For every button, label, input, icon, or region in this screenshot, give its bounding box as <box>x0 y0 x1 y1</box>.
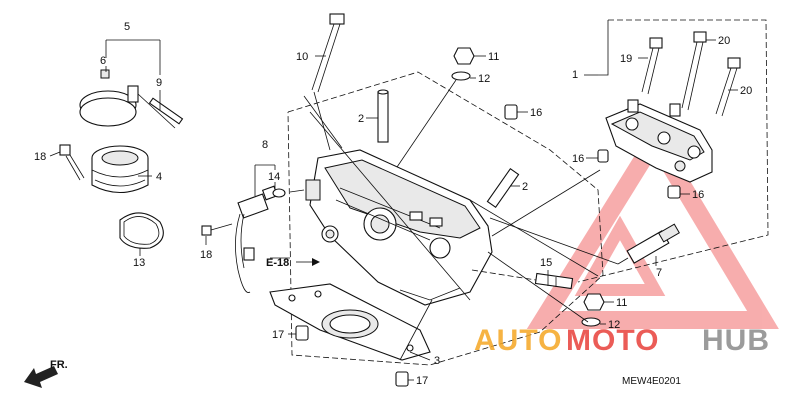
callout-14: 14 <box>268 171 280 183</box>
part-bolt-18-upper <box>59 144 85 181</box>
callout-16-low: 16 <box>692 189 704 201</box>
callout-9: 9 <box>156 77 162 89</box>
part-nut-11-upper <box>451 47 475 81</box>
part-intake-insulator <box>91 145 149 194</box>
part-dowel-17-lower <box>395 371 409 387</box>
callout-17-lower: 17 <box>416 375 428 387</box>
callout-4: 4 <box>156 171 162 183</box>
camshaft-holder-bracket <box>598 20 609 76</box>
part-cylinder-head <box>305 149 493 306</box>
part-bolt-20-upper <box>681 31 707 111</box>
callout-17-upper: 17 <box>272 329 284 341</box>
cylinder-head-assembly-outline <box>287 71 604 366</box>
part-bolt-19 <box>641 37 663 95</box>
callout-20-upper: 20 <box>718 35 730 47</box>
callout-2-lower: 2 <box>522 181 528 193</box>
callout-16-mid: 16 <box>572 153 584 165</box>
part-stud-2-lower <box>486 167 520 209</box>
callout-5: 5 <box>124 21 130 33</box>
callout-12-lower: 12 <box>608 319 620 331</box>
part-long-bolt-10 <box>311 13 345 93</box>
reference-e18: E-18 <box>266 257 289 269</box>
callout-7: 7 <box>656 267 662 279</box>
callout-12-upper: 12 <box>478 73 490 85</box>
callout-11-upper: 11 <box>488 51 499 63</box>
watermark-text: AUTO MOTO HUB <box>474 324 770 357</box>
front-arrow: FR. <box>24 359 68 388</box>
part-washer-14 <box>272 188 286 198</box>
callout-13: 13 <box>133 257 145 269</box>
part-clamp-band <box>79 69 184 129</box>
callout-20-lower: 20 <box>740 85 752 97</box>
callout-3: 3 <box>434 355 440 367</box>
part-stud-15 <box>534 272 574 290</box>
callout-2-upper: 2 <box>358 113 364 125</box>
watermark-hub: HUB <box>702 324 770 357</box>
part-bolt-18-lower <box>201 223 233 236</box>
watermark-moto: MOTO <box>566 324 659 357</box>
part-bolt-20-lower <box>715 57 741 117</box>
callout-10: 10 <box>296 51 308 63</box>
part-dowel-16-low <box>667 185 681 199</box>
part-spark-plug <box>617 223 680 265</box>
part-dowel-17-upper <box>295 325 309 341</box>
callout-11-lower: 11 <box>616 297 627 309</box>
part-camshaft-holder <box>605 99 713 183</box>
part-dowel-16-upper <box>504 104 518 120</box>
front-marker-label: FR. <box>50 359 68 371</box>
part-nut-11-lower <box>581 293 605 327</box>
rocker-assembly-outline <box>577 19 769 283</box>
callout-16-upper: 16 <box>530 107 542 119</box>
callout-19: 19 <box>620 53 632 65</box>
ref-arrow <box>312 258 320 266</box>
part-dowel-16-mid <box>597 149 609 163</box>
part-o-ring <box>119 212 164 249</box>
callout-6: 6 <box>100 55 106 67</box>
callout-1: 1 <box>572 69 578 81</box>
front-arrow-icon <box>24 366 58 388</box>
callout-18-upper: 18 <box>34 151 46 163</box>
callout-15: 15 <box>540 257 552 269</box>
watermark-auto: AUTO <box>474 324 562 357</box>
part-temp-sensor <box>235 185 279 293</box>
callout-8: 8 <box>262 139 268 151</box>
watermark-logo <box>526 122 779 329</box>
part-head-gasket <box>269 283 431 361</box>
watermark-triangle-outer <box>526 122 779 329</box>
part-stud-2-upper <box>377 89 389 143</box>
callout-18-lower: 18 <box>200 249 212 261</box>
drawing-code: MEW4E0201 <box>622 376 681 387</box>
